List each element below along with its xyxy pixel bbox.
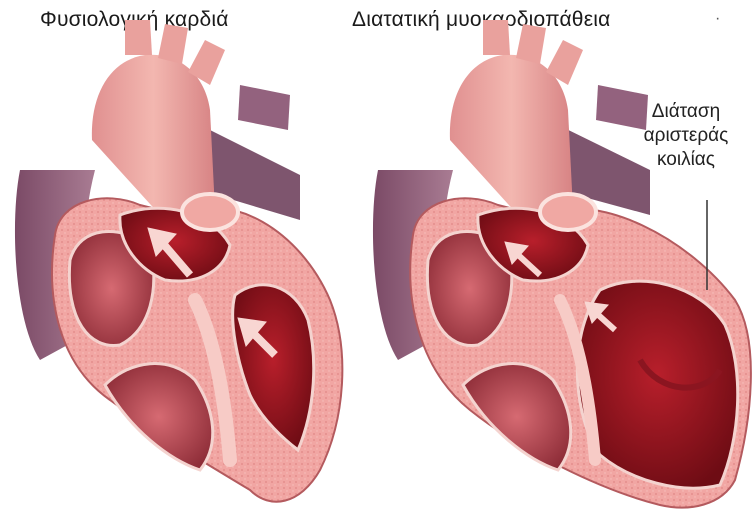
normal-heart: [15, 20, 342, 502]
dilated-heart: [373, 20, 751, 508]
aortic-valve-ring-left: [182, 194, 238, 230]
aorta-left: [92, 55, 215, 215]
aortic-valve-ring-right: [540, 194, 596, 230]
aorta-right: [450, 55, 573, 215]
